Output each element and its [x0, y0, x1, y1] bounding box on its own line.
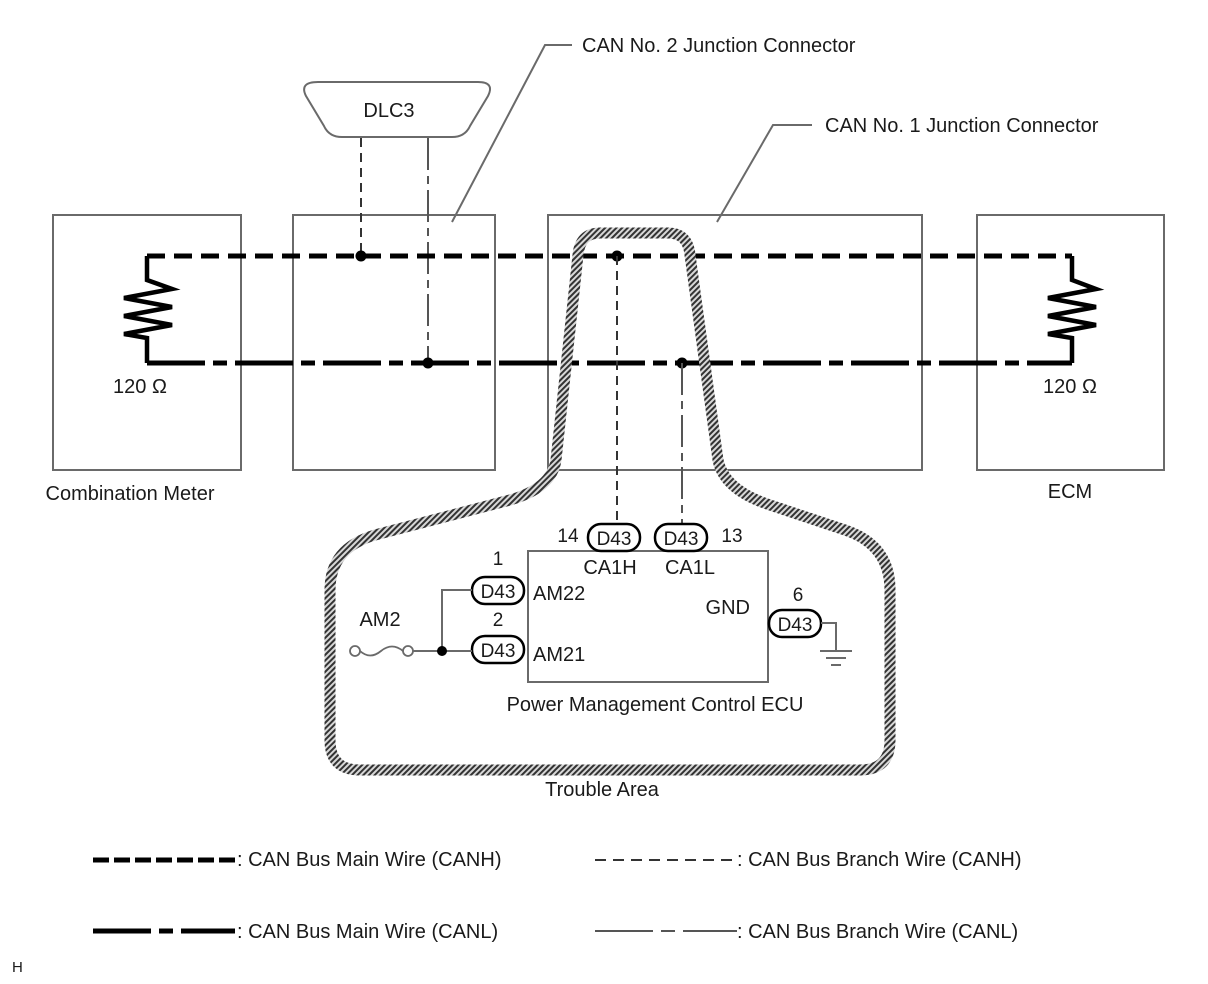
- can2-callout-leader: [451, 44, 572, 223]
- legend: : CAN Bus Main Wire (CANH) : CAN Bus Bra…: [93, 849, 1022, 943]
- ecu-box: [527, 550, 769, 683]
- combination-meter-label: Combination Meter: [46, 483, 215, 505]
- connector-d43-pin14: [586, 522, 642, 553]
- ecm-box: [976, 214, 1165, 471]
- ground-wire: [821, 622, 837, 651]
- pin-number: 14: [557, 526, 579, 547]
- combination-meter-box: [52, 214, 242, 471]
- footer-code: H: [12, 959, 23, 976]
- trouble-area-outline: [324, 227, 896, 776]
- resistor-right-icon: [1047, 256, 1105, 363]
- can1-callout-label: CAN No. 1 Junction Connector: [825, 115, 1099, 137]
- junction-dot: [355, 250, 367, 262]
- can1-junction-box: [547, 214, 923, 471]
- pin-name: CA1L: [665, 557, 715, 579]
- ecu-label: Power Management Control ECU: [507, 694, 804, 716]
- connector-label: D43: [481, 641, 516, 662]
- connector-label: D43: [664, 529, 699, 550]
- junction-dot: [422, 357, 434, 369]
- can2-junction-box: [292, 214, 496, 471]
- resistor-right-label: 120 Ω: [1043, 376, 1097, 398]
- pin-name: AM21: [533, 644, 585, 666]
- pin-name: CA1H: [583, 557, 636, 579]
- connector-label: D43: [597, 529, 632, 550]
- pin-number: 2: [493, 610, 504, 631]
- legend-label: : CAN Bus Branch Wire (CANH): [737, 849, 1022, 871]
- can1-callout-leader: [716, 124, 812, 223]
- legend-label: : CAN Bus Branch Wire (CANL): [737, 921, 1018, 943]
- junction-dot: [437, 646, 447, 656]
- ground-icon: [820, 650, 852, 666]
- am22-wire: [441, 589, 472, 651]
- pin-number: 6: [793, 585, 804, 606]
- resistor-left-icon: [123, 256, 181, 363]
- dlc3-connector: [303, 81, 491, 138]
- dlc3-label: DLC3: [363, 100, 414, 122]
- resistor-left-label: 120 Ω: [113, 376, 167, 398]
- legend-label: : CAN Bus Main Wire (CANH): [237, 849, 501, 871]
- trouble-area-label: Trouble Area: [545, 779, 660, 801]
- ecm-label: ECM: [1048, 481, 1092, 503]
- can2-callout-label: CAN No. 2 Junction Connector: [582, 35, 856, 57]
- fuse-label: AM2: [359, 609, 400, 631]
- pin-number: 1: [493, 549, 504, 570]
- pin-name: AM22: [533, 583, 585, 605]
- fuse-icon: [349, 645, 414, 657]
- legend-label: : CAN Bus Main Wire (CANL): [237, 921, 498, 943]
- connector-label: D43: [481, 582, 516, 603]
- connector-d43-pin13: [653, 522, 709, 553]
- pin-name: GND: [706, 597, 750, 619]
- connector-d43-pin2: [470, 634, 526, 665]
- connector-label: D43: [778, 615, 813, 636]
- pin-number: 13: [721, 526, 742, 547]
